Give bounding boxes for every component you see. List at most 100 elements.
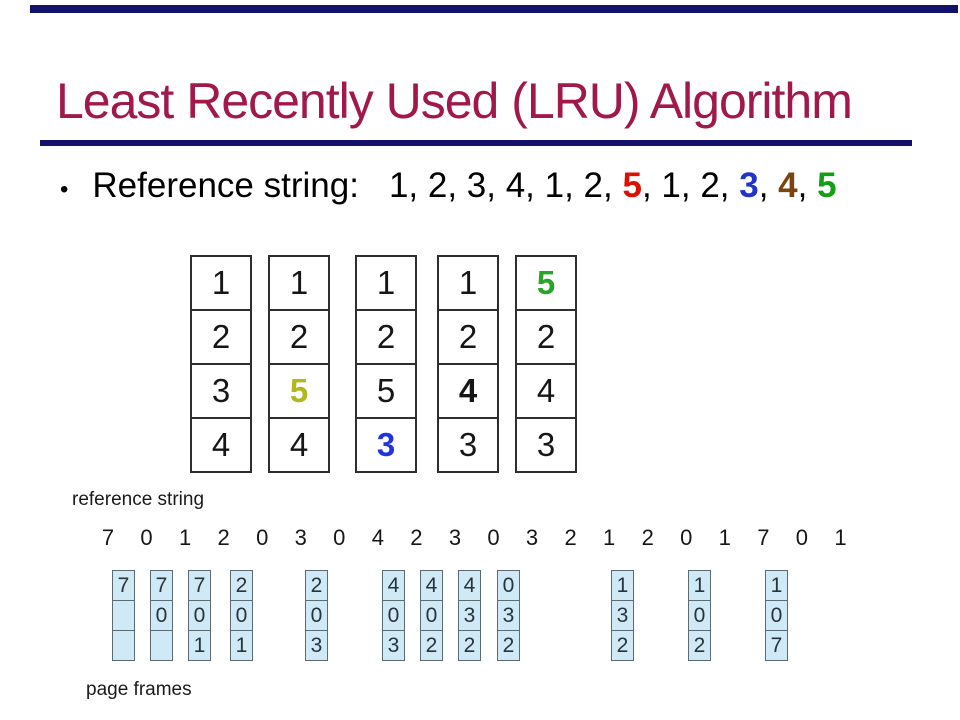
- lru-frame-cell: 5: [355, 363, 417, 419]
- page-frame-cell: 7: [188, 570, 211, 601]
- page-frame-cell: 0: [150, 600, 173, 631]
- page-title: Least Recently Used (LRU) Algorithm: [56, 73, 853, 129]
- lru-frame-cell: 3: [190, 363, 252, 419]
- page-frame-snapshot: 7: [112, 570, 135, 661]
- reference-row-number: 0: [256, 525, 269, 550]
- lru-frame-cell: 5: [268, 363, 330, 419]
- lru-frame-cell: 5: [515, 255, 577, 311]
- page-frame-cell: 1: [765, 570, 788, 601]
- page-frame-cell: 3: [458, 600, 481, 631]
- reference-string-caption: reference string: [72, 489, 205, 510]
- reference-digit: 1: [661, 166, 681, 205]
- page-frame-cell: 0: [420, 600, 443, 631]
- reference-string-sequence: 1, 2, 3, 4, 1, 2, 5, 1, 2, 3, 4, 5: [389, 166, 837, 206]
- reference-row-number: 3: [525, 525, 539, 550]
- reference-row-number: 7: [757, 525, 770, 550]
- lru-frame-cell: 3: [437, 417, 499, 473]
- page-frame-cell: [112, 630, 135, 661]
- reference-row-number: 1: [603, 525, 616, 550]
- page-frame-cell: 2: [458, 630, 481, 661]
- lru-frame-cell: 2: [437, 309, 499, 365]
- reference-digit: 2: [583, 166, 604, 205]
- page-frame-cell: [150, 630, 173, 661]
- reference-row-number: 0: [795, 525, 809, 550]
- reference-row-number: 0: [333, 525, 346, 550]
- reference-digit: 5: [817, 166, 837, 205]
- reference-digit: 5: [622, 166, 642, 205]
- lru-frame-cell: 4: [268, 417, 330, 473]
- page-frame-cell: 3: [305, 630, 328, 661]
- lru-frame-cell: 2: [515, 309, 577, 365]
- reference-digit: 4: [505, 166, 526, 205]
- lru-frame-cell: 2: [190, 309, 252, 365]
- reference-digit: 1: [388, 166, 409, 205]
- reference-comma: ,: [758, 166, 779, 205]
- page-frame-cell: 0: [688, 600, 711, 631]
- bullet-marker: •: [60, 176, 69, 203]
- reference-row-number: 0: [487, 525, 500, 550]
- page-frame-cell: 7: [112, 570, 135, 601]
- reference-comma: ,: [719, 166, 740, 205]
- page-frame-cell: 2: [688, 630, 711, 661]
- reference-row-number: 0: [140, 525, 153, 550]
- page-frame-cell: [112, 600, 135, 631]
- reference-string-bullet: • Reference string: 1, 2, 3, 4, 1, 2, 5,…: [60, 166, 837, 206]
- page-frame-cell: 0: [497, 570, 520, 601]
- reference-digit: 2: [700, 166, 720, 205]
- reference-digit: 1: [544, 166, 565, 205]
- reference-row-number: 2: [564, 525, 577, 550]
- reference-row-number: 0: [680, 525, 693, 550]
- lru-frame-cell: 1: [355, 255, 417, 311]
- page-frame-cell: 7: [150, 570, 173, 601]
- page-frame-cell: 2: [230, 570, 253, 601]
- lru-frame-cell: 2: [268, 309, 330, 365]
- page-frame-cell: 2: [420, 630, 443, 661]
- reference-digit: 2: [427, 166, 448, 205]
- reference-row-number: 1: [178, 525, 192, 550]
- lru-frame-cell: 3: [355, 417, 417, 473]
- reference-row-number: 3: [294, 525, 307, 550]
- reference-comma: ,: [525, 166, 545, 205]
- top-accent-bar: [30, 5, 958, 13]
- reference-row-number: 1: [718, 525, 731, 550]
- page-frame-cell: 0: [382, 600, 405, 631]
- page-frame-cell: 0: [765, 600, 788, 631]
- page-frame-cell: 3: [497, 600, 520, 631]
- page-frame-cell: 1: [188, 630, 211, 661]
- lru-frame-cell: 4: [190, 417, 252, 473]
- reference-row-number: 2: [217, 525, 230, 550]
- page-frame-cell: 2: [305, 570, 328, 601]
- page-frame-cell: 4: [458, 570, 481, 601]
- page-frame-cell: 0: [230, 600, 253, 631]
- page-frame-cell: 4: [382, 570, 405, 601]
- page-frame-cell: 0: [188, 600, 211, 631]
- lru-frame-cell: 1: [437, 255, 499, 311]
- reference-digit: 3: [466, 166, 487, 205]
- lru-frame-cell: 4: [437, 363, 499, 419]
- reference-row-number: 4: [371, 525, 384, 550]
- reference-comma: ,: [447, 166, 467, 205]
- reference-comma: ,: [641, 166, 662, 205]
- page-frame-cell: 0: [305, 600, 328, 631]
- page-frame-cell: 1: [611, 570, 634, 601]
- reference-comma: ,: [486, 166, 506, 205]
- reference-row-number: 2: [410, 525, 423, 550]
- page-frame-cell: 1: [230, 630, 253, 661]
- page-frame-cell: 2: [611, 630, 634, 661]
- page-frame-cell: 3: [382, 630, 405, 661]
- reference-digit: 3: [739, 166, 759, 205]
- title-divider: [40, 140, 912, 146]
- page-frame-cell: 7: [765, 630, 788, 661]
